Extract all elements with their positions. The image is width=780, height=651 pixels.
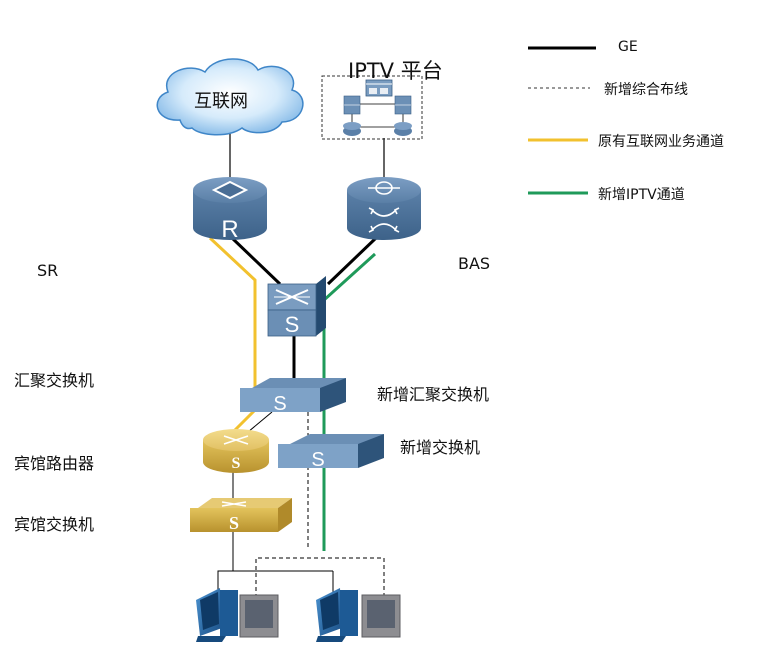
switch-glyph: S — [285, 312, 300, 337]
legend-label-internet: 原有互联网业务通道 — [598, 134, 724, 150]
legend-swatches — [528, 46, 596, 195]
pc-1 — [196, 588, 279, 642]
bas-device — [347, 177, 421, 240]
core-switch: S — [267, 276, 326, 337]
mini-switch-icon — [343, 95, 361, 115]
new-switch-label: 新增交换机 — [400, 438, 481, 457]
cabling-monitors — [255, 557, 385, 598]
hotel-switch: S — [190, 498, 292, 533]
iptv-platform-boundary — [321, 75, 423, 140]
pc-2 — [316, 588, 401, 642]
hotel-router-label: 宾馆路由器 — [14, 454, 95, 473]
mini-router-icon — [394, 122, 412, 136]
monitor-icon — [361, 594, 401, 638]
new-switch: S — [278, 434, 384, 471]
agg-switch: S — [240, 378, 346, 415]
path-internet-existing — [208, 236, 257, 434]
switch-glyph: S — [311, 449, 324, 471]
legend-label-iptv: 新增IPTV通道 — [598, 187, 685, 203]
link-ge-bas-core — [326, 236, 378, 286]
hotel-switch-label: 宾馆交换机 — [14, 515, 95, 534]
internet-label: 互联网 — [194, 91, 248, 112]
bas-symbol-icon — [368, 181, 400, 233]
diamond-icon — [211, 180, 249, 200]
router-glyph: R — [221, 216, 238, 243]
internet-cloud — [156, 58, 304, 136]
legend-label-ge: GE — [618, 39, 638, 55]
desktop-computer-icon — [316, 588, 358, 642]
mini-switch-icon — [394, 95, 412, 115]
switch-glyph: S — [273, 393, 286, 415]
sr-router: R — [193, 177, 267, 243]
desktop-computer-icon — [196, 588, 238, 642]
link-ge-sr-core — [230, 236, 282, 286]
new-agg-switch-label: 新增汇聚交换机 — [377, 385, 490, 404]
iptv-platform — [321, 75, 423, 140]
iptv-platform-label: IPTV 平台 — [348, 59, 443, 83]
agg-switch-label: 汇聚交换机 — [14, 371, 95, 390]
link-hotelswitch-pcs — [217, 532, 234, 598]
switch-glyph: S — [229, 513, 239, 533]
legend-label-cabling: 新增综合布线 — [604, 82, 688, 98]
switch-cross-icon — [274, 289, 310, 305]
cloud-icon — [156, 58, 304, 136]
server-icon — [365, 79, 393, 97]
link-agg-hotel-router — [247, 411, 273, 433]
sr-label: SR — [37, 261, 59, 280]
mini-router-icon — [343, 122, 361, 136]
hotel-router: S — [203, 429, 269, 473]
bas-label: BAS — [458, 254, 491, 273]
monitor-icon — [239, 594, 279, 638]
router-glyph: S — [232, 455, 241, 472]
